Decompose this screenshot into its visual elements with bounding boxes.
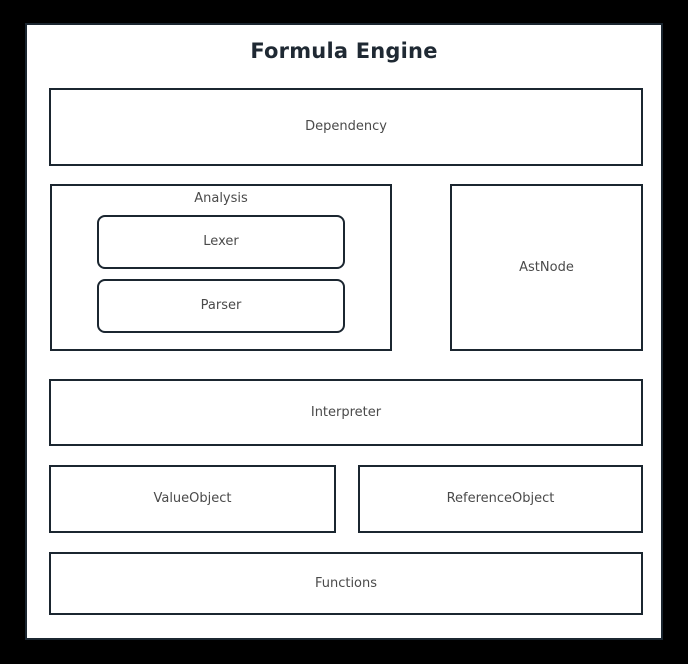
block-lexer-label: Lexer (203, 234, 239, 250)
block-valueobject-label: ValueObject (153, 491, 232, 507)
block-parser[interactable]: Parser (97, 279, 345, 333)
diagram-card: Formula Engine Dependency Analysis Lexer… (25, 23, 663, 640)
block-referenceobject[interactable]: ReferenceObject (358, 465, 643, 533)
group-analysis-label: Analysis (194, 191, 248, 206)
block-astnode-label: AstNode (519, 259, 574, 275)
block-dependency-label: Dependency (305, 119, 387, 135)
block-interpreter[interactable]: Interpreter (49, 379, 643, 446)
block-valueobject[interactable]: ValueObject (49, 465, 336, 533)
block-functions-label: Functions (314, 575, 378, 591)
page-title: Formula Engine (250, 39, 438, 63)
block-interpreter-label: Interpreter (310, 404, 382, 420)
block-astnode[interactable]: AstNode (450, 184, 643, 351)
block-dependency[interactable]: Dependency (49, 88, 643, 166)
block-functions[interactable]: Functions (49, 552, 643, 615)
block-lexer[interactable]: Lexer (97, 215, 345, 269)
block-parser-label: Parser (200, 298, 242, 314)
block-referenceobject-label: ReferenceObject (446, 491, 555, 507)
